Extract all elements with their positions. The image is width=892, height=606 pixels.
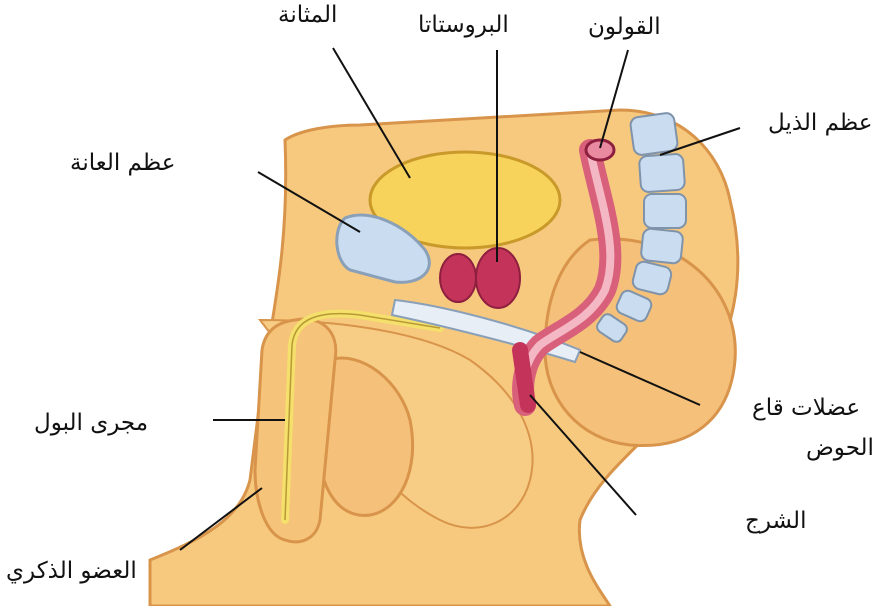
colon-label: القولون <box>588 14 661 40</box>
pubic-bone-label: عظم العانة <box>70 150 176 176</box>
leader-line-penis <box>179 487 263 551</box>
leader-line-anus <box>529 394 637 516</box>
bladder-label: المثانة <box>278 2 338 28</box>
penis-label: العضو الذكري <box>6 558 137 584</box>
penis-shape <box>253 317 338 544</box>
leader-line-coccyx <box>659 127 741 156</box>
pelvic-floor-label-line2: الحوض <box>806 435 874 461</box>
leader-line-pubic-bone <box>257 171 361 233</box>
leader-line-colon <box>599 49 629 149</box>
bladder-shape <box>368 150 562 250</box>
anus-label: الشرج <box>745 508 807 534</box>
urethra-label: مجرى البول <box>34 410 149 436</box>
pelvic-floor-label-line1: عضلات قاع <box>752 395 861 421</box>
prostate-shape-a <box>439 253 477 303</box>
coccyx-label: عظم الذيل <box>768 110 873 136</box>
urethra-outline <box>284 312 441 521</box>
leader-lines <box>179 47 741 551</box>
leader-line-bladder <box>332 47 411 179</box>
colon-opening <box>584 138 616 162</box>
prostate-label: البروستاتا <box>418 12 509 38</box>
leader-line-pelvic-floor <box>579 351 701 406</box>
anus-canal <box>512 342 536 413</box>
